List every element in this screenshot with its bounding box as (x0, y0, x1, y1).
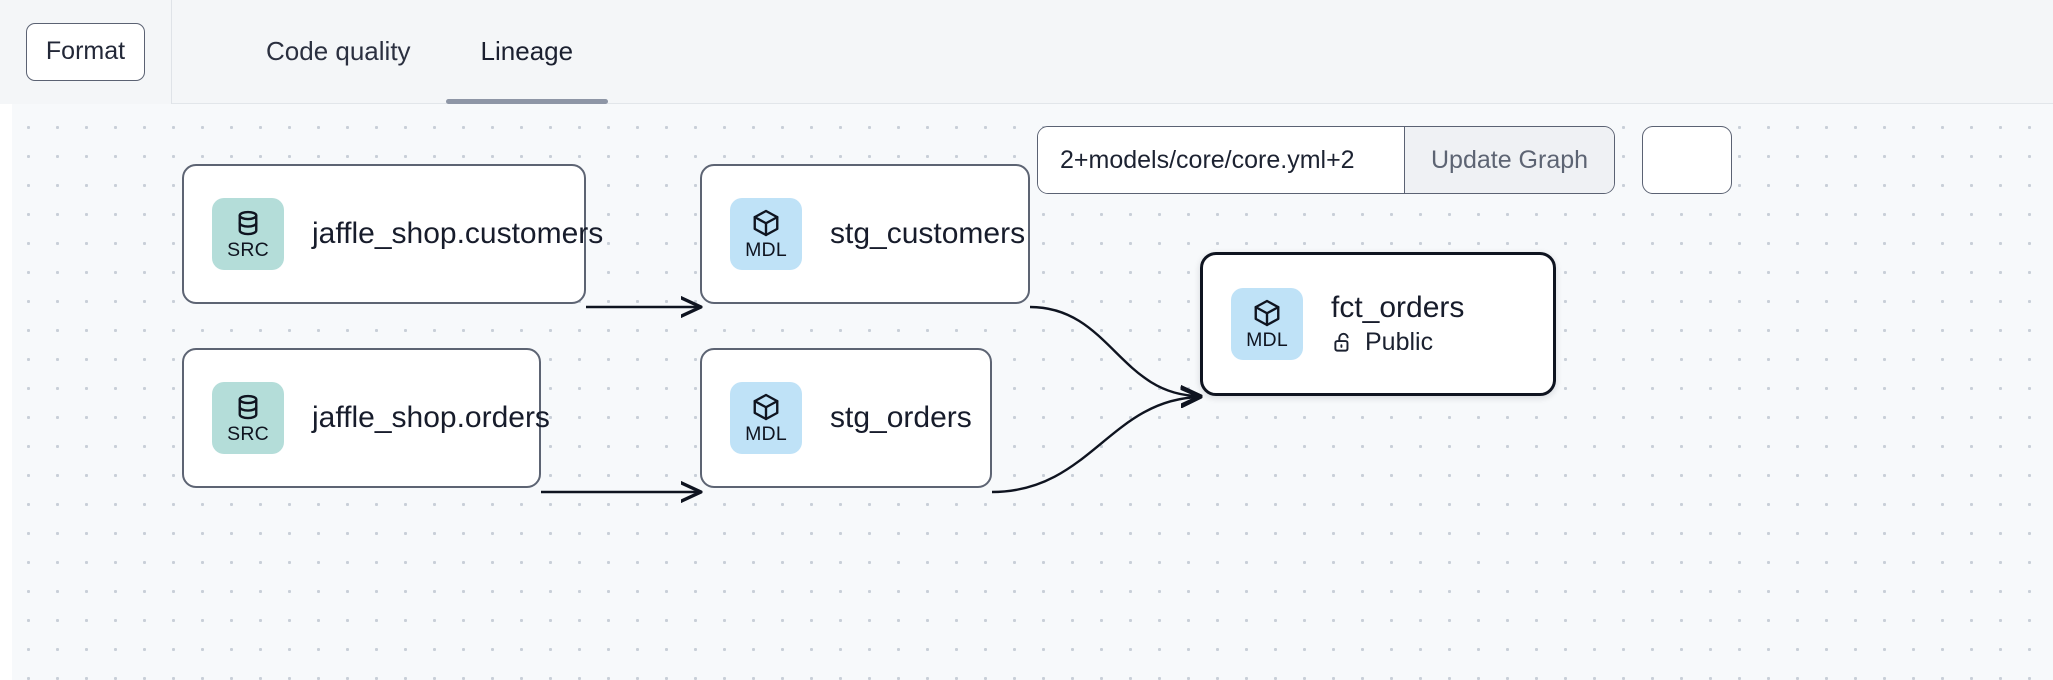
node-visibility: Public (1331, 329, 1464, 357)
node-title: stg_orders (830, 401, 972, 435)
cube-icon (751, 208, 781, 238)
lineage-node-src-orders[interactable]: SRC jaffle_shop.orders (182, 348, 550, 488)
lineage-node-stg-customers[interactable]: MDL stg_customers (700, 164, 1030, 304)
node-badge-mdl: MDL (730, 382, 802, 454)
node-selector-input[interactable] (1038, 127, 1404, 193)
update-graph-button[interactable]: Update Graph (1404, 127, 1615, 193)
tab-code-quality-label: Code quality (266, 36, 411, 66)
node-badge-label: MDL (745, 238, 787, 261)
lineage-node-src-customers[interactable]: SRC jaffle_shop.customers (182, 164, 603, 304)
graph-controls: Update Graph (1037, 126, 1733, 194)
edge-stg-customers-to-fct-orders (1029, 305, 1200, 396)
lineage-node-stg-orders[interactable]: MDL stg_orders (700, 348, 992, 488)
node-visibility-label: Public (1365, 328, 1434, 357)
tab-code-quality[interactable]: Code quality (231, 0, 446, 104)
node-title: stg_customers (830, 217, 1026, 251)
node-badge-src: SRC (212, 382, 284, 454)
node-badge-label: MDL (745, 422, 787, 445)
node-body: stg_customers (830, 217, 1047, 251)
database-icon (233, 392, 263, 422)
canvas-left-gutter (0, 104, 12, 680)
node-title: jaffle_shop.orders (312, 401, 550, 435)
node-title: jaffle_shop.customers (312, 217, 604, 251)
tab-lineage[interactable]: Lineage (445, 0, 609, 104)
lineage-canvas[interactable]: SRC jaffle_shop.customers MDL stg_custom… (0, 104, 2053, 680)
node-body: fct_orders Public (1331, 291, 1486, 356)
graph-options-button[interactable] (1642, 126, 1733, 194)
tab-bar: Code quality Lineage (172, 0, 2053, 104)
node-body: stg_orders (830, 401, 994, 435)
unlock-icon (1331, 330, 1356, 355)
node-badge-label: MDL (1246, 328, 1288, 351)
node-badge-label: SRC (227, 422, 269, 445)
node-title: fct_orders (1331, 291, 1465, 325)
edge-stg-orders-to-fct-orders (991, 397, 1200, 494)
node-body: jaffle_shop.customers (312, 217, 625, 251)
format-button[interactable]: Format (25, 22, 146, 81)
cube-icon (751, 392, 781, 422)
cube-icon (1252, 298, 1282, 328)
node-badge-label: SRC (227, 238, 269, 261)
database-icon (233, 208, 263, 238)
lineage-node-fct-orders[interactable]: MDL fct_orders Public (1200, 252, 1556, 396)
node-badge-mdl: MDL (1231, 288, 1303, 360)
node-badge-mdl: MDL (730, 198, 802, 270)
toolbar: Format Code quality Lineage (0, 0, 2053, 104)
node-selector-group: Update Graph (1037, 126, 1616, 194)
format-button-zone: Format (0, 0, 172, 104)
node-badge-src: SRC (212, 198, 284, 270)
node-body: jaffle_shop.orders (312, 401, 572, 435)
tab-lineage-label: Lineage (480, 36, 574, 66)
